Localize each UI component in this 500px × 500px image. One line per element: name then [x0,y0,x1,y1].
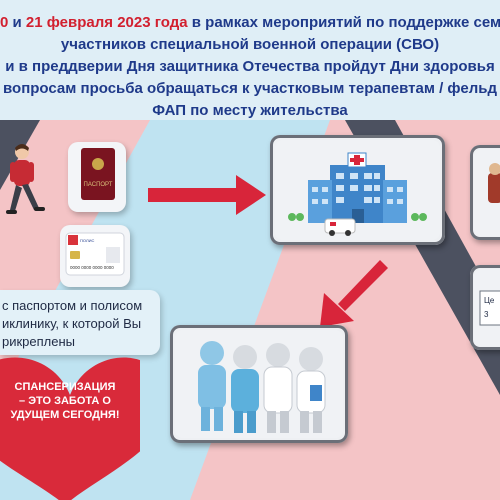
passport-card: ПАСПОРТ [68,142,126,212]
doctors-icon [175,330,343,438]
header-line-3: и в преддверии Дня защитника Отечества п… [5,58,495,75]
heart-icon [0,357,140,500]
instruction-line-2: иклинику, к которой Вы [2,316,142,331]
instruction-box: с паспортом и полисом иклинику, к которо… [0,290,160,355]
right-card-top [470,145,500,240]
heart-slogan-line-2: – ЭТО ЗАБОТА О [19,395,111,407]
arrow-down-left-icon [320,260,388,327]
passport-icon: ПАСПОРТ [81,148,115,200]
instruction-line-1: с паспортом и полисом [2,298,143,313]
heart-slogan-line-3: УДУЩЕМ СЕГОДНЯ! [10,409,120,421]
arrow-right-icon [148,175,266,215]
right-card-bottom-icon: Це 3 [474,269,500,346]
right-card-bottom: Це 3 [470,265,500,350]
heart-slogan-line-1: СПАНСЕРИЗАЦИЯ [14,381,116,393]
heart-slogan: СПАНСЕРИЗАЦИЯ – ЭТО ЗАБОТА О УДУЩЕМ СЕГО… [0,380,130,422]
hospital-icon [275,140,440,240]
header-banner: 0 и 21 февраля 2023 года в рамках меропр… [0,0,500,120]
policy-number: 0000 0000 0000 0000 [70,265,114,270]
passport-title: ПАСПОРТ [84,182,113,188]
header-line-1: 0 и 21 февраля 2023 года в рамках меропр… [0,14,500,31]
hospital-card [270,135,445,245]
instruction-line-3: рикреплены [2,334,76,349]
right-card-text-a: Це [484,296,495,305]
policy-card-icon: ПОЛИС 0000 0000 0000 0000 [65,232,125,276]
header-line-4: вопросам просьба обращаться к участковым… [3,80,497,97]
policy-label: ПОЛИС [80,238,94,243]
right-card-top-icon [474,149,500,236]
policy-card: ПОЛИС 0000 0000 0000 0000 [60,225,130,287]
doctors-card [170,325,348,443]
header-line-2: участников специальной военной операции … [60,36,440,53]
right-card-text-b: 3 [484,310,489,319]
header-line-5: ФАП по месту жительства [152,102,348,119]
walking-person-icon [6,144,45,214]
